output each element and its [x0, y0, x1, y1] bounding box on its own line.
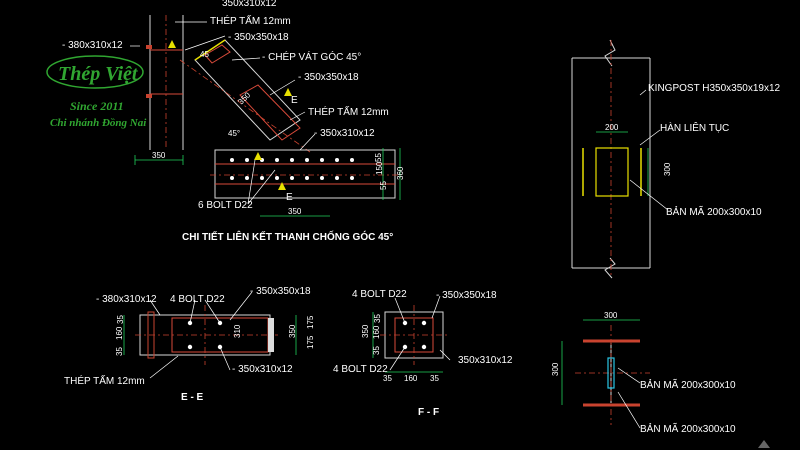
label-kingpost: KINGPOST H350x350x19x12 — [648, 83, 781, 94]
dim-45-deg: 45° — [228, 129, 240, 138]
label-plate-350x310x12: 350x310x12 — [458, 355, 513, 366]
weld-symbol-icon — [168, 40, 176, 48]
section-f-f: 350 35 160 35 35 160 35 4 BOLT D22 - 350… — [333, 289, 513, 418]
label-ban-ma: BẢN MÃ 200x300x10 — [640, 422, 736, 435]
dim-200: 200 — [605, 123, 619, 132]
label-plate-350x350x18: - 350x350x18 — [298, 72, 359, 83]
detail-title: CHI TIẾT LIÊN KẾT THANH CHỐNG GÓC 45° — [182, 229, 393, 243]
label-plate-350x350x18: - 350x350x18 — [250, 286, 311, 297]
section-title-e-e: E - E — [181, 392, 204, 403]
label-bolt: 6 BOLT D22 — [198, 200, 253, 211]
bolt-row — [230, 158, 354, 180]
kingpost-elevation: 200 300 KINGPOST H350x350x19x12 HÀN LIÊN… — [571, 39, 781, 279]
section-mark-e: E — [286, 192, 293, 203]
section-e-e: 160 35 35 310 350 175 175 - 380x310x12 4… — [64, 286, 315, 403]
label-bolt: 4 BOLT D22 — [352, 289, 407, 300]
label-thep-tam: THÉP TẤM 12mm — [64, 374, 145, 387]
watermark-tagline: Since 2011 — [70, 99, 124, 113]
label-plate-350x310x12: - 350x310x12 — [232, 364, 293, 375]
dim-35: 35 — [430, 374, 439, 383]
dim-160: 160 — [372, 325, 381, 339]
dim-55: 55 — [379, 181, 388, 190]
section-mark-e: E — [291, 95, 298, 106]
dim-35: 35 — [116, 315, 125, 324]
dim-35: 35 — [115, 347, 124, 356]
label-bolt: 4 BOLT D22 — [170, 294, 225, 305]
label-thep-tam: THÉP TẤM 12mm — [210, 14, 291, 27]
label-ban-ma: BẢN MÃ 200x300x10 — [666, 205, 762, 218]
section-arrow-icon — [284, 88, 292, 96]
section-arrow-icon — [278, 182, 286, 190]
label-bolt: 4 BOLT D22 — [333, 364, 388, 375]
cursor-icon — [758, 440, 770, 448]
dim-150: 150 — [375, 161, 384, 175]
dim-360: 360 — [396, 166, 405, 180]
dim-300: 300 — [604, 311, 618, 320]
dim-35: 35 — [383, 374, 392, 383]
dim-160: 160 — [404, 374, 418, 383]
label-plate-380x310x12: - 380x310x12 — [62, 40, 123, 51]
label-plate-350x310x12: - 350x310x12 — [314, 128, 375, 139]
dim-45: 45 — [200, 50, 209, 59]
dim-300: 300 — [551, 362, 560, 376]
label-han-lien-tuc: HÀN LIÊN TỤC — [660, 121, 729, 134]
watermark-logo: Thép Việt Since 2011 Chi nhánh Đồng Nai — [46, 55, 147, 129]
dim-175: 175 — [306, 315, 315, 329]
dim-35: 35 — [373, 314, 382, 323]
dim-350-diag: 350 — [236, 90, 252, 106]
weld-symbol-icon — [254, 152, 262, 160]
dim-55: 55 — [374, 153, 383, 162]
dim-175: 175 — [306, 335, 315, 349]
section-title-f-f: F - F — [418, 407, 439, 418]
label-plate-380x310x12: - 380x310x12 — [96, 294, 157, 305]
dim-160: 160 — [115, 326, 124, 340]
detail-top-connection: E E 350 350 45 45° 350 55 150 55 360 350… — [62, 0, 405, 243]
dim-350-bottom: 350 — [288, 207, 302, 216]
dim-310: 310 — [233, 324, 242, 338]
label-plate-350x350x18: - 350x350x18 — [228, 32, 289, 43]
label-thep-tam: THÉP TẤM 12mm — [308, 105, 389, 118]
dim-35: 35 — [372, 346, 381, 355]
watermark-branch: Chi nhánh Đồng Nai — [50, 117, 147, 129]
dim-350: 350 — [361, 324, 370, 338]
label-partial-plate: 350x310x12 — [222, 0, 277, 9]
label-chep-vat: - CHÉP VÁT GÓC 45° — [262, 50, 361, 63]
dim-300: 300 — [663, 162, 672, 176]
plan-view-kingpost: 300 300 BẢN MÃ 200x300x10 BẢN MÃ 200x300… — [551, 311, 736, 435]
dim-350: 350 — [288, 324, 297, 338]
watermark-brand: Thép Việt — [58, 63, 139, 85]
label-ban-ma: BẢN MÃ 200x300x10 — [640, 378, 736, 391]
label-plate-350x350x18: - 350x350x18 — [436, 290, 497, 301]
dim-350-left: 350 — [152, 151, 166, 160]
